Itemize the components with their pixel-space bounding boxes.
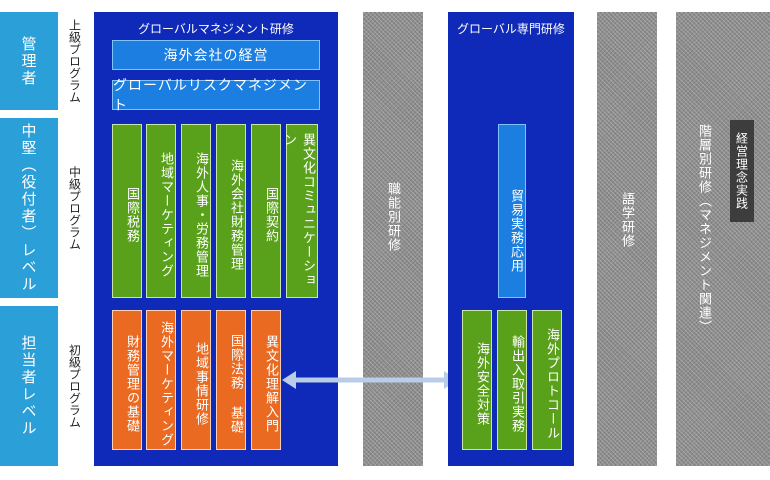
upper-item-overseas-company: 海外会社の経営 [112, 40, 320, 70]
global-management-panel: グローバルマネジメント研修 海外会社の経営 グローバルリスクマネジメント 国際税… [94, 12, 338, 466]
functional-training-label: 職能別研修 [385, 182, 400, 252]
global-specialist-title: グローバル専門研修 [457, 22, 565, 36]
beginner-item: 国際法務 基礎 [216, 310, 246, 450]
arrow-head-left [282, 371, 296, 389]
language-training-label: 語学研修 [619, 192, 634, 248]
level-staff: 担当者レベル [0, 306, 58, 466]
language-training-column: 語学研修 [597, 12, 657, 466]
middle-item: 海外会社財務管理 [216, 124, 246, 298]
trade-practice-advanced: 貿易実務応用 [498, 124, 526, 298]
global-management-title: グローバルマネジメント研修 [138, 22, 294, 36]
middle-item: 異文化コミュニケーション [281, 124, 318, 298]
upper-item-global-risk: グローバルリスクマネジメント [112, 78, 320, 114]
tiered-training-label: 階層別研修（マネジメント関連） [696, 124, 711, 334]
functional-training-column: 職能別研修 [363, 12, 423, 466]
program-upper: 上級プログラム [67, 19, 82, 103]
middle-item: 国際税務 [112, 124, 142, 298]
middle-item: 海外人事・労務管理 [181, 124, 211, 298]
beginner-item: 財務管理の基礎 [112, 310, 142, 450]
middle-item: 国際契約 [251, 124, 281, 298]
beginner-item: 異文化理解入門 [251, 310, 281, 450]
specialist-beginner-item: 輸出入取引実務 [497, 310, 527, 450]
management-philosophy-badge: 経営理念実践 [730, 120, 754, 222]
level-manager: 管理者 [0, 12, 58, 110]
beginner-item: 海外マーケティング [146, 310, 176, 450]
middle-item: 地域マーケティング [146, 124, 176, 298]
specialist-beginner-item: 海外プロトコール [532, 310, 562, 450]
specialist-beginner-item: 海外安全対策 [462, 310, 492, 450]
level-middle: 中堅（役付者）レベル [0, 118, 58, 298]
tiered-training-column: 階層別研修（マネジメント関連） 経営理念実践 [676, 12, 770, 466]
global-specialist-panel: グローバル専門研修 貿易実務応用 海外安全対策 輸出入取引実務 海外プロトコール [448, 12, 574, 466]
program-beginner: 初級プログラム [67, 344, 82, 428]
connection-arrow [282, 371, 458, 389]
program-middle: 中級プログラム [67, 166, 82, 250]
beginner-item: 地域事情研修 [181, 310, 211, 450]
